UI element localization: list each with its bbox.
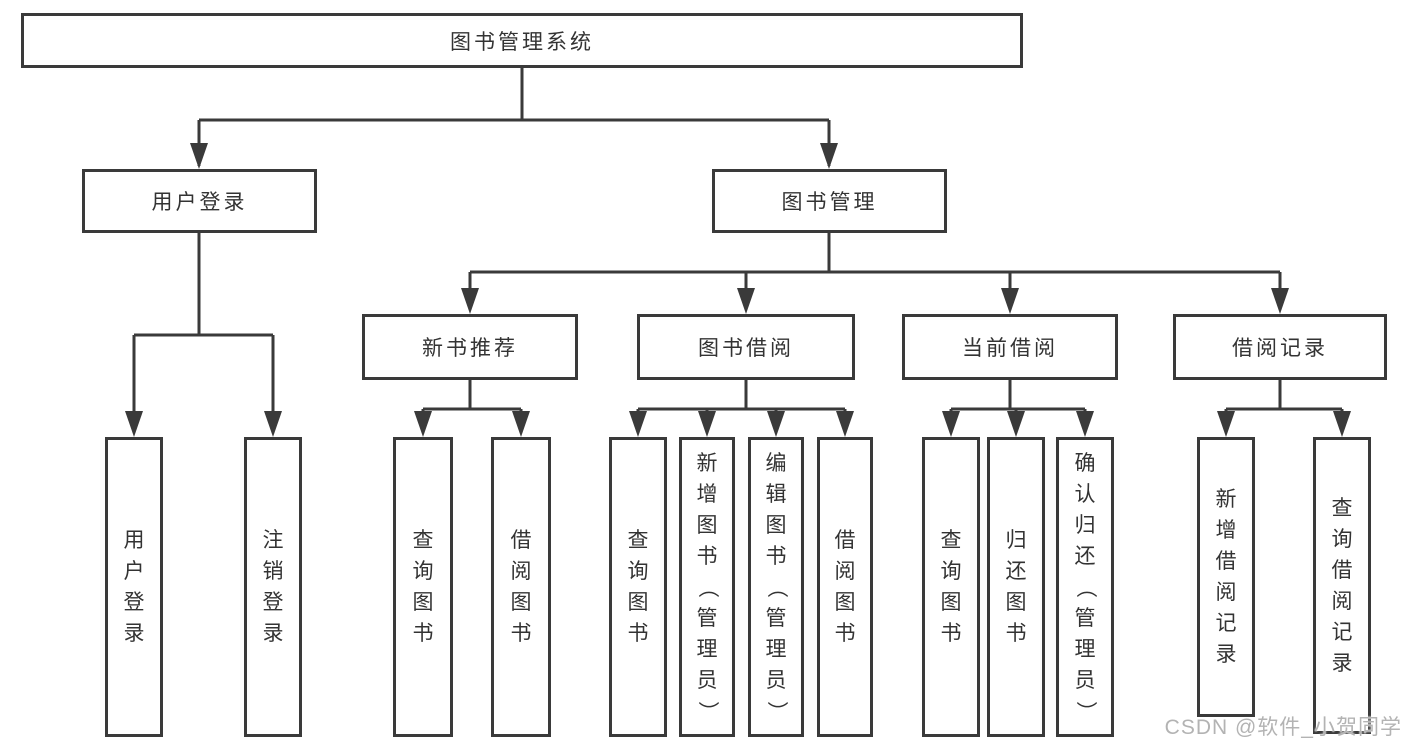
leaf-add-borrow-record: 新增借阅记录 bbox=[1197, 437, 1255, 717]
leaf-query-borrow-record: 查询借阅记录 bbox=[1313, 437, 1371, 734]
leaf-user-login: 用户登录 bbox=[105, 437, 163, 737]
node-label: 新书推荐 bbox=[422, 337, 518, 360]
node-label: 图书管理系统 bbox=[450, 30, 594, 54]
leaf-confirm-return-admin: 确认归还（管理员） bbox=[1056, 437, 1114, 737]
leaf-add-book-admin: 新增图书（管理员） bbox=[679, 437, 735, 737]
leaf-label: 注销登录 bbox=[262, 529, 284, 645]
leaf-label: 归还图书 bbox=[1005, 529, 1027, 645]
leaf-query-books-borrow: 查询图书 bbox=[609, 437, 667, 737]
leaf-label: 查询图书 bbox=[627, 529, 649, 645]
leaf-label: 查询图书 bbox=[412, 529, 434, 645]
leaf-borrow-books: 借阅图书 bbox=[817, 437, 873, 737]
node-label: 借阅记录 bbox=[1232, 337, 1328, 360]
leaf-logout: 注销登录 bbox=[244, 437, 302, 737]
leaf-label: 确认归还（管理员） bbox=[1073, 451, 1097, 722]
node-new-book-recommend: 新书推荐 bbox=[362, 314, 578, 380]
node-user-login: 用户登录 bbox=[82, 169, 317, 233]
leaf-label: 新增图书（管理员） bbox=[695, 451, 719, 722]
leaf-borrow-books-recommend: 借阅图书 bbox=[491, 437, 551, 737]
node-borrowing-records: 借阅记录 bbox=[1173, 314, 1387, 380]
leaf-label: 编辑图书（管理员） bbox=[764, 451, 788, 722]
node-label: 用户登录 bbox=[151, 191, 248, 214]
node-current-borrowing: 当前借阅 bbox=[902, 314, 1118, 380]
leaf-edit-book-admin: 编辑图书（管理员） bbox=[748, 437, 804, 737]
node-book-borrowing: 图书借阅 bbox=[637, 314, 855, 380]
node-label: 图书管理 bbox=[781, 191, 878, 214]
node-label: 当前借阅 bbox=[962, 337, 1058, 360]
node-library-system: 图书管理系统 bbox=[21, 13, 1023, 68]
leaf-query-books-recommend: 查询图书 bbox=[393, 437, 453, 737]
leaf-query-books-current: 查询图书 bbox=[922, 437, 980, 737]
leaf-return-book: 归还图书 bbox=[987, 437, 1045, 737]
node-label: 图书借阅 bbox=[698, 337, 794, 360]
leaf-label: 查询借阅记录 bbox=[1331, 496, 1353, 675]
node-book-management: 图书管理 bbox=[712, 169, 947, 233]
arrowheads bbox=[125, 143, 1351, 437]
leaf-label: 查询图书 bbox=[940, 529, 962, 645]
leaf-label: 用户登录 bbox=[123, 529, 145, 645]
leaf-label: 新增借阅记录 bbox=[1215, 488, 1237, 666]
csdn-watermark: CSDN @软件_小贺同学 bbox=[1164, 716, 1402, 739]
leaf-label: 借阅图书 bbox=[834, 529, 856, 645]
leaf-label: 借阅图书 bbox=[510, 529, 532, 645]
